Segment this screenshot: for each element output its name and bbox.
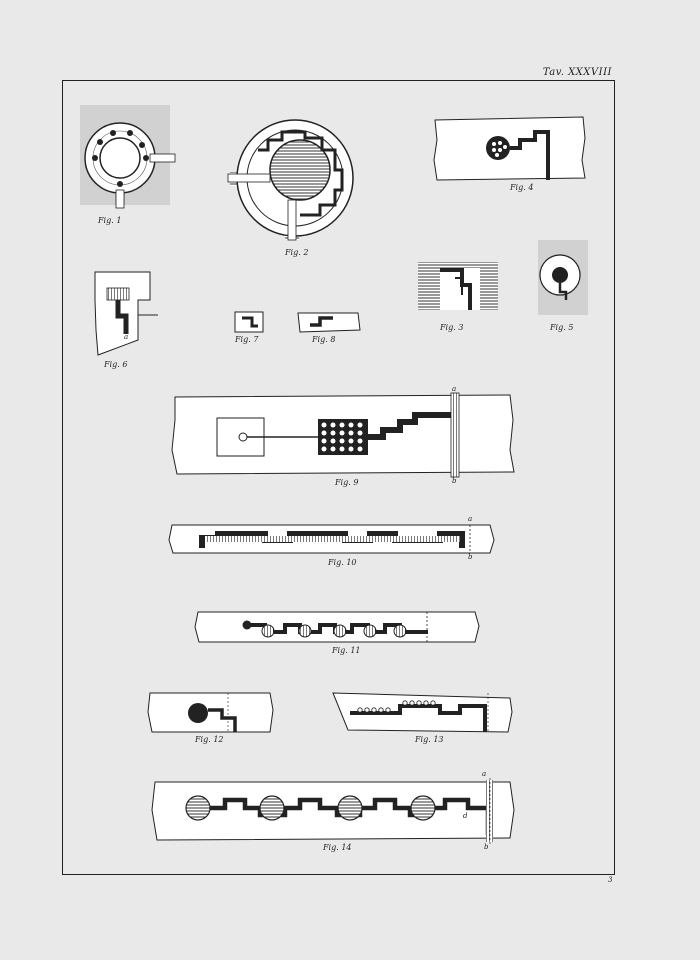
caption-fig-1: Fig. 1 — [98, 216, 122, 225]
figure-10-drawing — [168, 524, 495, 554]
figure-5-drawing — [538, 240, 588, 315]
figure-12-drawing — [147, 692, 274, 733]
caption-fig-7: Fig. 7 — [235, 335, 259, 344]
plate-number: Tav. XXXVIII — [542, 67, 612, 78]
figure-1-drawing — [80, 105, 176, 209]
figure-4-drawing — [433, 116, 586, 181]
corner-mark: 3 — [608, 876, 613, 884]
figure-2-drawing — [227, 119, 354, 241]
caption-fig-8: Fig. 8 — [312, 335, 336, 344]
letter-b-fig-10: b — [468, 553, 473, 561]
figure-13-drawing — [332, 692, 513, 733]
plate-border — [62, 80, 615, 875]
letter-a-fig-14: a — [482, 770, 487, 778]
figure-14-drawing — [151, 778, 515, 845]
figure-8-drawing — [297, 312, 361, 333]
caption-fig-9: Fig. 9 — [335, 478, 359, 487]
letter-a-fig-10: a — [468, 515, 473, 523]
letter-a-fig-6: a — [124, 333, 129, 341]
letter-b-fig-9: b — [452, 477, 457, 485]
letter-b-fig-14: b — [484, 843, 489, 851]
caption-fig-13: Fig. 13 — [415, 735, 444, 744]
caption-fig-2: Fig. 2 — [285, 248, 309, 257]
letter-c-fig-14: c — [450, 796, 454, 804]
caption-fig-3: Fig. 3 — [440, 323, 464, 332]
figure-7-drawing — [234, 311, 264, 333]
caption-fig-14: Fig. 14 — [323, 843, 352, 852]
caption-fig-12: Fig. 12 — [195, 735, 224, 744]
letter-d-fig-14: d — [463, 812, 468, 820]
caption-fig-6: Fig. 6 — [104, 360, 128, 369]
caption-fig-10: Fig. 10 — [328, 558, 357, 567]
figure-3-drawing — [418, 262, 498, 310]
figure-9-drawing — [171, 392, 515, 478]
letter-a-fig-9: a — [452, 385, 457, 393]
figure-11-drawing — [194, 611, 480, 643]
figure-6-drawing — [94, 271, 158, 356]
caption-fig-11: Fig. 11 — [332, 646, 361, 655]
caption-fig-4: Fig. 4 — [510, 183, 534, 192]
caption-fig-5: Fig. 5 — [550, 323, 574, 332]
